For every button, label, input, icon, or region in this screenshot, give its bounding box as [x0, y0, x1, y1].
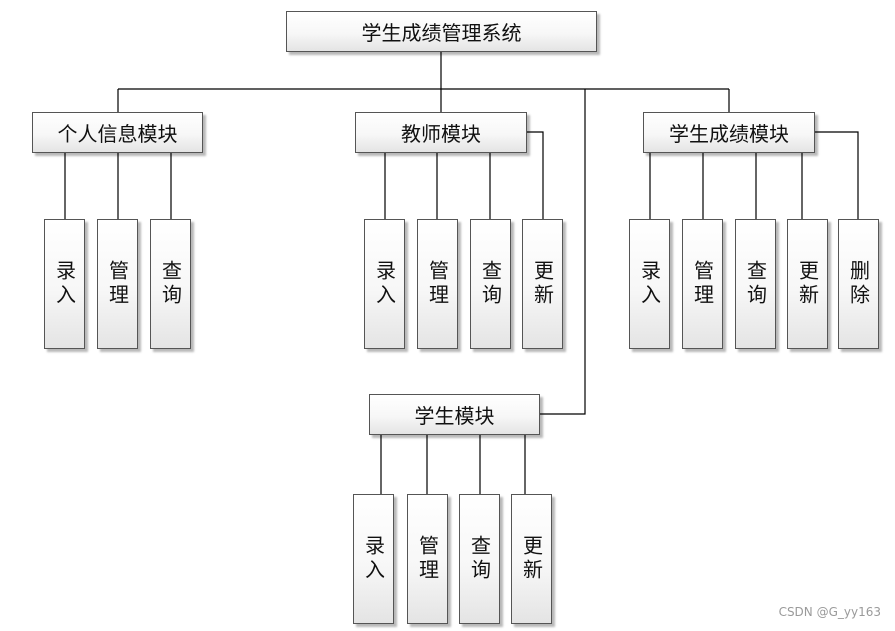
child-label: 管理: [105, 260, 130, 308]
teacher-child-input: 录入: [364, 219, 405, 349]
module-student-label: 学生模块: [414, 404, 495, 428]
grades-child-manage: 管理: [682, 219, 723, 349]
module-teacher: 教师模块: [355, 112, 527, 153]
grades-child-query: 查询: [735, 219, 776, 349]
child-label: 管理: [415, 535, 440, 583]
child-label: 删除: [846, 260, 871, 308]
student-child-input: 录入: [353, 494, 394, 624]
grades-child-update: 更新: [787, 219, 828, 349]
child-label: 录入: [361, 535, 386, 583]
module-personal-info: 个人信息模块: [32, 112, 203, 153]
teacher-child-query: 查询: [470, 219, 511, 349]
child-label: 管理: [425, 260, 450, 308]
personal-child-input: 录入: [44, 219, 85, 349]
child-label: 录入: [372, 260, 397, 308]
teacher-child-update: 更新: [522, 219, 563, 349]
child-label: 更新: [519, 535, 544, 583]
module-student: 学生模块: [369, 394, 540, 435]
module-personal-info-label: 个人信息模块: [57, 122, 178, 146]
module-grades: 学生成绩模块: [643, 112, 815, 153]
grades-child-delete: 删除: [838, 219, 879, 349]
child-label: 管理: [690, 260, 715, 308]
child-label: 查询: [158, 260, 183, 308]
module-grades-label: 学生成绩模块: [669, 122, 789, 146]
teacher-child-manage: 管理: [417, 219, 458, 349]
child-label: 更新: [530, 260, 555, 308]
personal-child-query: 查询: [150, 219, 191, 349]
connector-student: [540, 89, 586, 415]
child-label: 查询: [478, 260, 503, 308]
watermark-text: CSDN @G_yy163: [778, 605, 881, 619]
child-label: 录入: [637, 260, 662, 308]
student-child-query: 查询: [459, 494, 500, 624]
student-child-update: 更新: [511, 494, 552, 624]
grades-child-input: 录入: [629, 219, 670, 349]
child-label: 查询: [467, 535, 492, 583]
child-label: 更新: [795, 260, 820, 308]
child-label: 查询: [743, 260, 768, 308]
root-label: 学生成绩管理系统: [361, 21, 522, 45]
child-label: 录入: [52, 260, 77, 308]
root-node: 学生成绩管理系统: [286, 11, 597, 52]
module-teacher-label: 教师模块: [401, 122, 481, 146]
student-child-manage: 管理: [407, 494, 448, 624]
personal-child-manage: 管理: [97, 219, 138, 349]
